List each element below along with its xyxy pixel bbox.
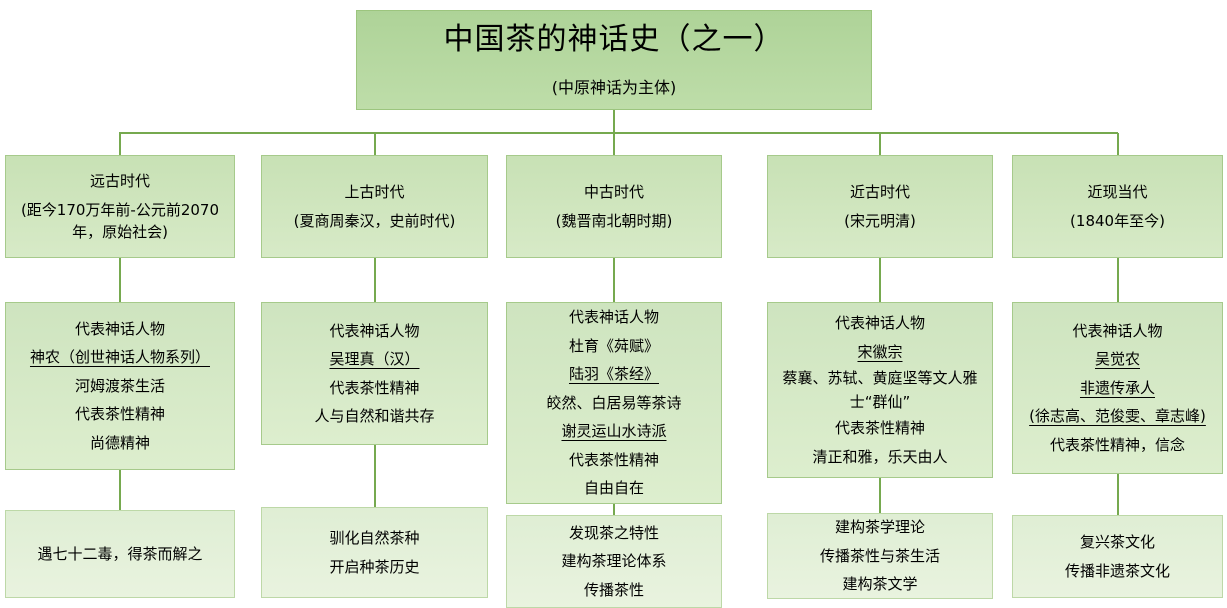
- figures-line: 宋徽宗: [857, 342, 903, 361]
- figures-line: 代表茶性精神: [568, 450, 659, 469]
- connector-era-mid-col3: [613, 258, 615, 302]
- connector-stub-col5: [1117, 133, 1119, 155]
- legacy-line: 传播茶性: [583, 580, 644, 599]
- era-box-col3: 中古时代 (魏晋南北朝时期): [506, 155, 722, 258]
- figures-box-col4: 代表神话人物 宋徽宗 蔡襄、苏轼、黄庭坚等文人雅士“群仙” 代表茶性精神 清正和…: [767, 302, 993, 478]
- figures-line: 代表茶性精神: [834, 419, 925, 437]
- legacy-line: 建构茶学理论: [834, 518, 925, 537]
- era-box-col5: 近现当代 (1840年至今): [1012, 155, 1223, 258]
- figures-line: 吴理真（汉）: [329, 350, 420, 368]
- connector-era-mid-col2: [374, 258, 376, 302]
- era-period: (1840年至今): [1070, 212, 1165, 230]
- connector-era-mid-col1: [119, 258, 121, 302]
- figures-line: 自由自在: [583, 479, 644, 498]
- legacy-line: 驯化自然茶种: [329, 529, 420, 547]
- connector-mid-bot-col2: [374, 445, 376, 507]
- legacy-line: 建构茶理论体系: [561, 552, 667, 571]
- page-subtitle: (中原神话为主体): [551, 78, 677, 97]
- figures-line: 代表茶性精神，信念: [1049, 435, 1185, 454]
- era-box-col1: 远古时代 (距今170万年前-公元前2070年，原始社会): [5, 155, 235, 258]
- figures-box-col5: 代表神话人物 吴觉农 非遗传承人 (徐志高、范俊雯、章志峰) 代表茶性精神，信念: [1012, 302, 1223, 474]
- figures-line: 代表神话人物: [329, 321, 420, 340]
- connector-stub-col3: [613, 133, 615, 155]
- legacy-line: 开启种茶历史: [329, 557, 420, 576]
- era-period: (魏晋南北朝时期): [555, 212, 673, 230]
- figures-line: 代表神话人物: [834, 314, 925, 332]
- figures-line: 代表神话人物: [1072, 321, 1163, 340]
- connector-mid-bot-col4: [879, 478, 881, 513]
- figures-line: 代表神话人物: [568, 308, 659, 327]
- legacy-line: 传播茶性与茶生活: [819, 546, 940, 565]
- figures-line: 蔡襄、苏轼、黄庭坚等文人雅士“群仙”: [782, 369, 978, 411]
- figures-line: 尚德精神: [89, 433, 150, 452]
- legacy-box-col1: 遇七十二毒，得茶而解之: [5, 510, 235, 598]
- figures-line: 非遗传承人: [1079, 378, 1155, 397]
- era-name: 近古时代: [849, 183, 910, 201]
- legacy-line: 复兴茶文化: [1079, 533, 1155, 551]
- title-box: 中国茶的神话史（之一） (中原神话为主体): [356, 10, 872, 110]
- figures-line: 代表茶性精神: [329, 378, 420, 397]
- connector-title-down: [613, 110, 615, 133]
- connector-mid-bot-col1: [119, 470, 121, 510]
- legacy-box-col2: 驯化自然茶种 开启种茶历史: [261, 507, 488, 598]
- figures-line: 清正和雅，乐天由人: [812, 447, 948, 466]
- legacy-line: 建构茶文学: [842, 575, 918, 594]
- figures-box-col3: 代表神话人物 杜育《荈赋》 陆羽《茶经》 皎然、白居易等茶诗 谢灵运山水诗派 代…: [506, 302, 722, 504]
- legacy-box-col5: 复兴茶文化 传播非遗茶文化: [1012, 515, 1223, 598]
- figures-line: (徐志高、范俊雯、章志峰): [1029, 407, 1206, 426]
- legacy-box-col4: 建构茶学理论 传播茶性与茶生活 建构茶文学: [767, 513, 993, 599]
- figures-line: 谢灵运山水诗派: [561, 422, 667, 441]
- connector-stub-col2: [374, 133, 376, 155]
- figures-line: 杜育《荈赋》: [568, 336, 659, 355]
- connector-era-mid-col4: [879, 258, 881, 302]
- figures-line: 皎然、白居易等茶诗: [546, 393, 682, 412]
- figures-box-col2: 代表神话人物 吴理真（汉） 代表茶性精神 人与自然和谐共存: [261, 302, 488, 445]
- connector-stub-col1: [119, 133, 121, 155]
- figures-box-col1: 代表神话人物 神农（创世神话人物系列） 河姆渡茶生活 代表茶性精神 尚德精神: [5, 302, 235, 470]
- legacy-box-col3: 发现茶之特性 建构茶理论体系 传播茶性: [506, 515, 722, 608]
- era-name: 上古时代: [344, 183, 405, 201]
- connector-mid-bot-col5: [1117, 474, 1119, 515]
- connector-branch-bar: [119, 132, 1118, 134]
- figures-line: 代表神话人物: [74, 319, 165, 338]
- era-period: (距今170万年前-公元前2070年，原始社会): [20, 201, 220, 241]
- connector-stub-col4: [879, 133, 881, 155]
- figures-line: 人与自然和谐共存: [314, 407, 435, 425]
- era-name: 远古时代: [89, 172, 150, 190]
- connector-mid-bot-col3: [613, 504, 615, 515]
- era-name: 中古时代: [583, 183, 644, 201]
- figures-line: 代表茶性精神: [74, 405, 165, 424]
- figures-line: 陆羽《茶经》: [568, 365, 659, 384]
- era-period: (夏商周秦汉，史前时代): [293, 212, 456, 230]
- connector-era-mid-col5: [1117, 258, 1119, 302]
- legacy-line: 发现茶之特性: [568, 523, 659, 542]
- era-box-col4: 近古时代 (宋元明清): [767, 155, 993, 258]
- era-name: 近现当代: [1087, 183, 1148, 201]
- era-box-col2: 上古时代 (夏商周秦汉，史前时代): [261, 155, 488, 258]
- figures-line: 神农（创世神话人物系列）: [29, 348, 210, 367]
- legacy-line: 遇七十二毒，得茶而解之: [37, 544, 203, 563]
- figures-line: 吴觉农: [1094, 350, 1140, 369]
- page-title: 中国茶的神话史（之一）: [443, 22, 785, 57]
- figures-line: 河姆渡茶生活: [74, 376, 165, 395]
- legacy-line: 传播非遗茶文化: [1064, 561, 1170, 580]
- era-period: (宋元明清): [844, 212, 916, 230]
